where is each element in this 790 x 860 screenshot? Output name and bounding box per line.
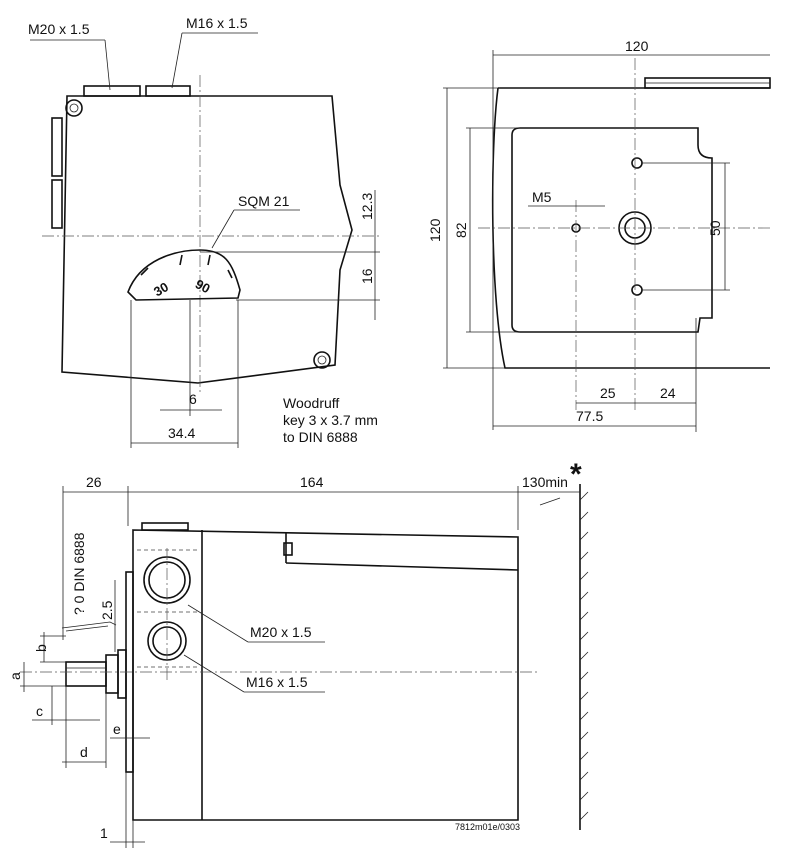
hole-lower	[631, 284, 643, 296]
label-m20-side: M20 x 1.5	[250, 624, 312, 640]
dim-16: 16	[359, 268, 375, 284]
front-view-body-outline	[61, 95, 353, 384]
dim-120-height: 120	[427, 218, 443, 242]
dim-e: e	[113, 721, 121, 737]
side-view-housing	[132, 529, 519, 821]
dim-25: 25	[600, 385, 616, 401]
top-cable-entry	[141, 522, 189, 531]
hole-upper	[631, 157, 643, 169]
dim-a: a	[7, 672, 23, 680]
din-6888-label: ? 0 DIN 6888	[71, 532, 87, 615]
model-label: SQM 21	[238, 193, 290, 209]
woodruff-note-line2: key 3 x 3.7 mm	[283, 412, 378, 428]
scale-window	[127, 249, 241, 301]
label-m5: M5	[532, 189, 552, 205]
dim-130min: 130min	[522, 474, 568, 490]
dim-12-3: 12.3	[359, 193, 375, 220]
dim-6: 6	[189, 391, 197, 407]
dim-24: 24	[660, 385, 676, 401]
dim-d: d	[80, 744, 88, 760]
dim-164: 164	[300, 474, 324, 490]
rear-view: 120 120 82 50 M5 25 24 77.5	[427, 38, 771, 432]
label-m16-side: M16 x 1.5	[246, 674, 308, 690]
screw-top-left	[65, 99, 83, 117]
dim-1: 1	[100, 825, 108, 841]
label-m16-top: M16 x 1.5	[186, 15, 248, 31]
side-clip-upper	[51, 117, 63, 177]
side-view: * 26 164 130min ? 0 DIN 6888 2.5 M20 x 1…	[7, 458, 589, 848]
dim-77-5: 77.5	[576, 408, 603, 424]
dim-c: c	[36, 703, 43, 719]
screw-bottom-right	[313, 351, 331, 369]
drive-shaft	[65, 661, 107, 687]
dim-82: 82	[453, 222, 469, 238]
side-clip-lower	[51, 179, 63, 229]
dim-2-5: 2.5	[99, 600, 115, 620]
woodruff-note-line3: to DIN 6888	[283, 429, 358, 445]
cable-entry-m16-top	[145, 85, 191, 97]
mounting-plate	[511, 127, 713, 333]
dim-50: 50	[707, 220, 723, 236]
clearance-star: *	[570, 458, 582, 491]
dim-120-width: 120	[625, 38, 649, 54]
wall-hatching	[579, 491, 589, 821]
dim-b: b	[33, 644, 49, 652]
drawing-number: 7812m01e/0303	[455, 822, 520, 832]
scale-mark-30: 30	[151, 279, 171, 299]
label-m20-top: M20 x 1.5	[28, 21, 90, 37]
cable-entry-m20-top	[83, 85, 141, 97]
dim-34-4: 34.4	[168, 425, 195, 441]
dim-26: 26	[86, 474, 102, 490]
front-view: 30 90 M20 x 1.5 M16 x 1.5 SQM 21 12.3 16…	[28, 15, 380, 448]
woodruff-note-line1: Woodruff	[283, 395, 339, 411]
scale-mark-90: 90	[193, 276, 213, 296]
